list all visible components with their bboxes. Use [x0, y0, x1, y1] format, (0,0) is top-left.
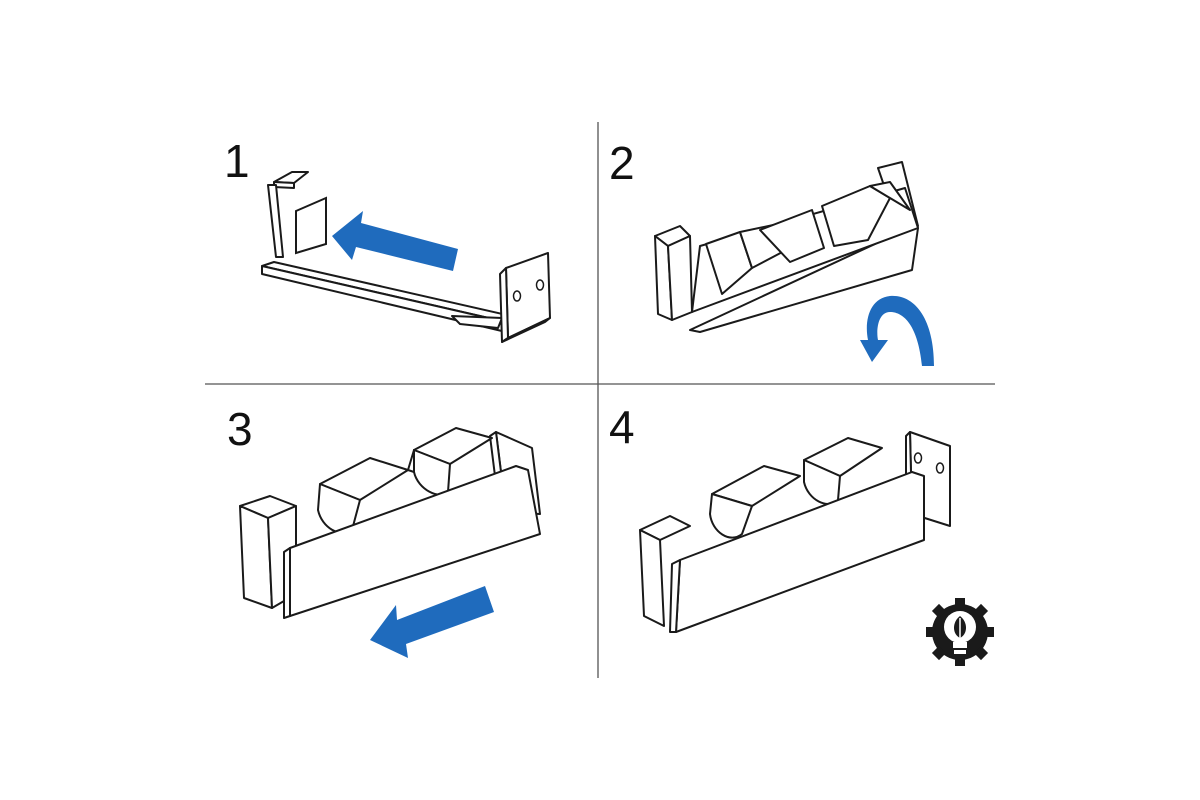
rotate-arrow-icon [860, 295, 934, 366]
step-number-3: 3 [227, 403, 253, 455]
step4-holder [639, 431, 951, 633]
step-number-1: 1 [224, 135, 250, 187]
arrow-down-left-icon [370, 586, 494, 658]
step1-holes [512, 279, 545, 302]
step4-holes [913, 452, 945, 474]
step-number-2: 2 [609, 137, 635, 189]
step1-bracket [261, 171, 551, 343]
arrow-left-icon [332, 211, 458, 271]
step-number-4: 4 [609, 401, 635, 453]
gear-bulb-leaf-logo [926, 598, 994, 666]
step2-holder [654, 161, 919, 333]
step3-holder [239, 427, 541, 619]
step1-pad [295, 196, 327, 255]
